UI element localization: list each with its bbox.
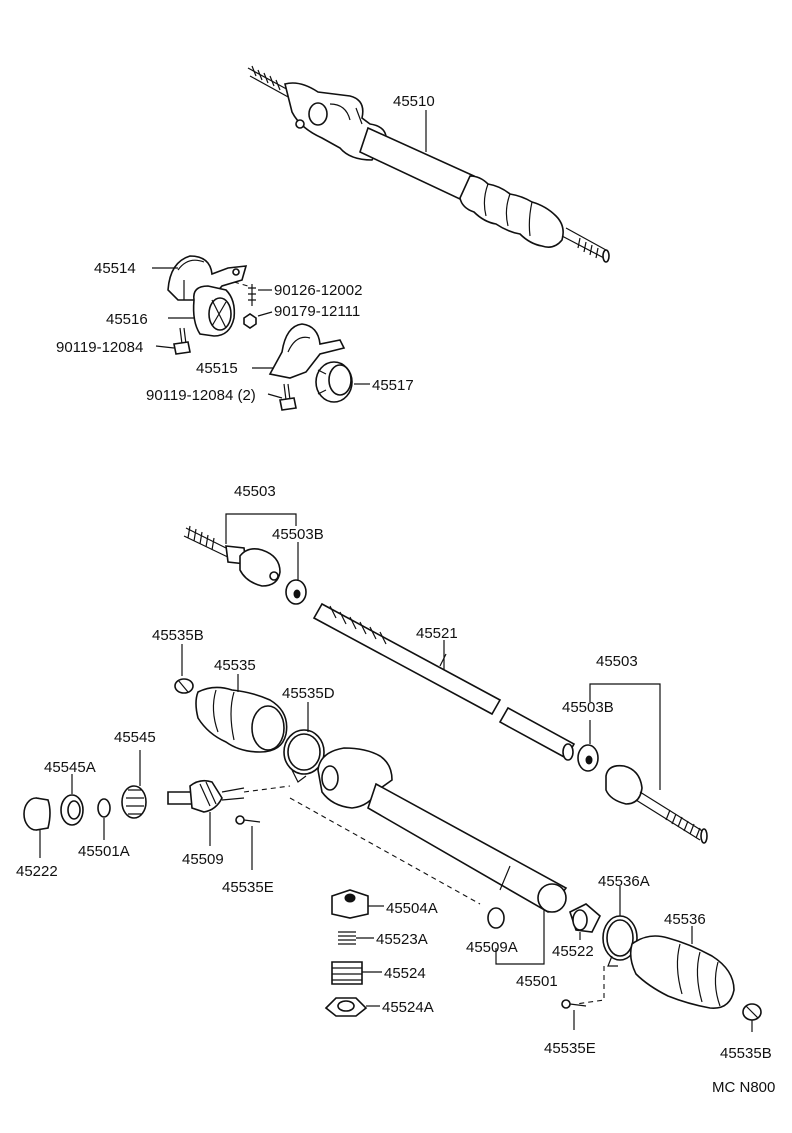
label-45545: 45545 bbox=[114, 729, 156, 746]
pinion-45509 bbox=[167, 779, 245, 813]
rack-bar-45521 bbox=[312, 602, 576, 761]
label-45509A: 45509A bbox=[466, 939, 518, 956]
boot-45535 bbox=[195, 686, 288, 753]
label-45536A: 45536A bbox=[598, 873, 650, 890]
label-45515: 45515 bbox=[196, 360, 238, 377]
guide-45504A bbox=[331, 889, 369, 919]
clamp-45535B-left bbox=[174, 678, 194, 694]
bracket-45515 bbox=[268, 323, 346, 379]
screw-45535E-left bbox=[235, 815, 261, 825]
nut-90179 bbox=[243, 313, 257, 329]
spring-45523A bbox=[338, 931, 356, 945]
label-45535E-left: 45535E bbox=[222, 879, 274, 896]
screw-45535E-right bbox=[561, 999, 587, 1009]
label-45535B-right: 45535B bbox=[720, 1045, 772, 1062]
label-45503-right: 45503 bbox=[596, 653, 638, 670]
cap-45222 bbox=[23, 797, 51, 831]
bolt-90119-a bbox=[173, 327, 191, 355]
bushing-45522 bbox=[569, 903, 601, 933]
label-45501: 45501 bbox=[516, 973, 558, 990]
label-45510: 45510 bbox=[393, 93, 435, 110]
label-45545A: 45545A bbox=[44, 759, 96, 776]
tie-rod-left bbox=[183, 525, 281, 587]
label-45523A: 45523A bbox=[376, 931, 428, 948]
nut-45545A bbox=[60, 794, 84, 826]
label-45521: 45521 bbox=[416, 625, 458, 642]
boot-45536 bbox=[629, 935, 735, 1009]
label-45509: 45509 bbox=[182, 851, 224, 868]
label-45522: 45522 bbox=[552, 943, 594, 960]
band-45535D bbox=[283, 729, 325, 783]
housing-45501 bbox=[317, 747, 568, 914]
label-90126-12002: 90126-12002 bbox=[274, 282, 362, 299]
bushing-45516 bbox=[192, 285, 236, 337]
label-45516: 45516 bbox=[106, 311, 148, 328]
steering-rack-assembly bbox=[247, 65, 610, 263]
label-45536: 45536 bbox=[664, 911, 706, 928]
label-45503B-right: 45503B bbox=[562, 699, 614, 716]
label-45524A: 45524A bbox=[382, 999, 434, 1016]
label-45504A: 45504A bbox=[386, 900, 438, 917]
stud-90126 bbox=[248, 284, 256, 306]
drawing-code: MC N800 bbox=[712, 1079, 775, 1096]
label-45535: 45535 bbox=[214, 657, 256, 674]
locknut-45524A bbox=[324, 997, 368, 1017]
label-90119-12084: 90119-12084 bbox=[56, 339, 143, 356]
bushing-45509A bbox=[487, 907, 505, 929]
cap-45524 bbox=[331, 961, 363, 985]
label-45503-left: 45503 bbox=[234, 483, 276, 500]
label-45501A: 45501A bbox=[78, 843, 130, 860]
label-45222: 45222 bbox=[16, 863, 58, 880]
label-45514: 45514 bbox=[94, 260, 136, 277]
label-45524: 45524 bbox=[384, 965, 426, 982]
label-45535E-right: 45535E bbox=[544, 1040, 596, 1057]
bracket-45514 bbox=[167, 255, 248, 301]
label-45535D: 45535D bbox=[282, 685, 335, 702]
washer-45503B-right bbox=[577, 744, 599, 772]
bearing-45545 bbox=[121, 785, 147, 819]
washer-45503B-left bbox=[285, 579, 307, 605]
label-45535B-left: 45535B bbox=[152, 627, 204, 644]
band-45536A bbox=[602, 915, 638, 967]
bushing-45517 bbox=[315, 361, 353, 403]
bolt-90119-b bbox=[279, 383, 297, 411]
seal-45501A bbox=[97, 798, 111, 818]
label-90179-12111: 90179-12111 bbox=[274, 303, 360, 320]
tie-rod-right bbox=[605, 764, 708, 844]
label-90119-12084-2: 90119-12084 (2) bbox=[146, 387, 256, 404]
clamp-45535B-right bbox=[742, 1003, 762, 1021]
label-45517: 45517 bbox=[372, 377, 414, 394]
label-45503B-left: 45503B bbox=[272, 526, 324, 543]
